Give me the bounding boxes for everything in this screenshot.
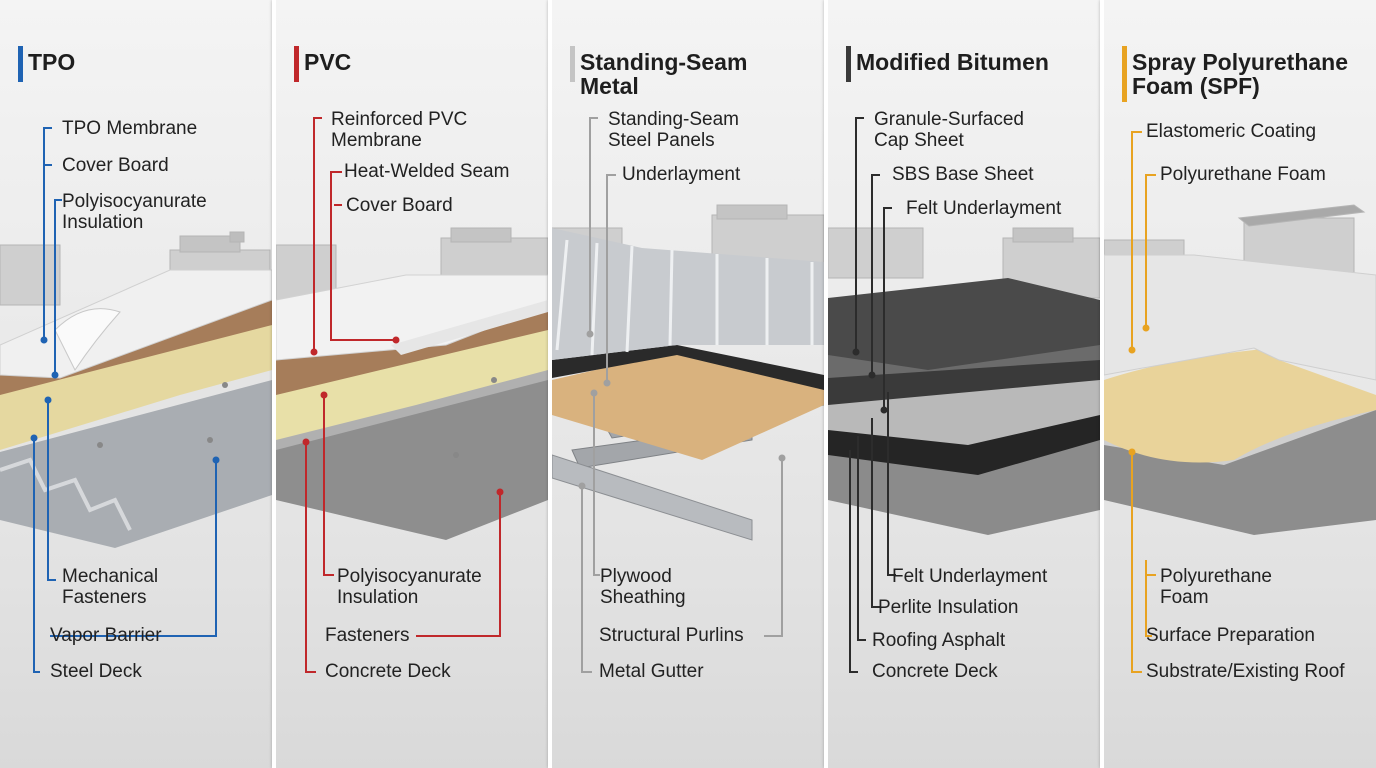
metal-leader-lines bbox=[581, 117, 783, 673]
panel-divider bbox=[548, 0, 552, 768]
bitumen-leader-lines bbox=[849, 117, 896, 673]
label-plywood-sheathing: Plywood Sheathing bbox=[600, 566, 686, 608]
panel-tpo: TPO TPO Membrane Cover Board Polyisocyan… bbox=[0, 0, 272, 768]
label-structural-purlins: Structural Purlins bbox=[599, 625, 744, 646]
label-granule-cap-sheet: Granule-Surfaced Cap Sheet bbox=[874, 109, 1024, 151]
label-concrete-deck: Concrete Deck bbox=[325, 661, 451, 682]
standing-seam-panels bbox=[552, 228, 824, 360]
panel-spf: Spray Polyurethane Foam (SPF) Elastomeri… bbox=[1104, 0, 1376, 768]
pvc-membrane bbox=[276, 274, 548, 361]
pvc-leader-lines bbox=[305, 117, 501, 673]
label-mechanical-fasteners: Mechanical Fasteners bbox=[62, 566, 159, 608]
label-vapor-barrier: Vapor Barrier bbox=[50, 625, 162, 646]
panel-title: Modified Bitumen bbox=[856, 49, 1049, 75]
label-perlite-insulation: Perlite Insulation bbox=[878, 597, 1019, 618]
metal-leader-dots bbox=[578, 330, 786, 490]
granule-cap-sheet bbox=[828, 278, 1100, 370]
label-substrate-existing-roof: Substrate/Existing Roof bbox=[1146, 661, 1345, 682]
polyurethane-foam bbox=[1104, 348, 1376, 463]
label-tpo-membrane: TPO Membrane bbox=[62, 118, 198, 139]
label-polyiso-insulation: Polyisocyanurate Insulation bbox=[337, 566, 482, 608]
pvc-illustration bbox=[276, 117, 548, 673]
plywood-sheathing bbox=[552, 350, 824, 460]
panel-title: PVC bbox=[304, 49, 352, 75]
panel-divider bbox=[272, 0, 276, 768]
steel-deck-flutes bbox=[0, 457, 132, 531]
bitumen-leader-dots bbox=[852, 348, 888, 414]
heat-welded-seam bbox=[391, 300, 548, 355]
bitumen-illustration bbox=[828, 117, 1100, 673]
panel-title: Spray Polyurethane Foam (SPF) bbox=[1132, 49, 1349, 99]
fastener-marks bbox=[453, 377, 497, 458]
elastomeric-coating bbox=[1104, 254, 1376, 381]
panel-title: Standing-Seam Metal bbox=[580, 49, 748, 99]
fastener-marks bbox=[97, 382, 228, 448]
label-standing-seam-steel-panels: Standing-Seam Steel Panels bbox=[608, 109, 739, 151]
panel-pvc: PVC Reinforced PVC Membrane Heat-Welded … bbox=[276, 0, 548, 768]
metal-roof-illustration bbox=[552, 117, 824, 673]
label-concrete-deck: Concrete Deck bbox=[872, 661, 998, 682]
perlite-insulation bbox=[828, 370, 1100, 445]
underlayment bbox=[552, 345, 824, 390]
spf-leader-lines bbox=[1131, 131, 1156, 673]
title-accent-bar bbox=[846, 46, 851, 82]
label-fasteners: Fasteners bbox=[325, 625, 410, 646]
label-polyurethane-foam-top: Polyurethane Foam bbox=[1160, 164, 1326, 185]
panel-divider bbox=[1100, 0, 1104, 768]
label-felt-underlayment-top: Felt Underlayment bbox=[906, 198, 1062, 219]
panel-title: TPO bbox=[28, 49, 76, 75]
tpo-leader-lines bbox=[33, 127, 217, 673]
tpo-illustration bbox=[0, 127, 272, 673]
label-cover-board: Cover Board bbox=[346, 195, 453, 216]
label-heat-welded-seam: Heat-Welded Seam bbox=[344, 161, 510, 182]
panel-standing-seam-metal: Standing-Seam Metal Standing-Seam Steel … bbox=[552, 0, 824, 768]
insulation-layer bbox=[276, 325, 548, 440]
title-accent-bar bbox=[1122, 46, 1127, 102]
spf-leader-dots bbox=[1128, 324, 1150, 456]
membrane-curl bbox=[54, 308, 121, 371]
label-surface-preparation: Surface Preparation bbox=[1146, 625, 1315, 646]
label-roofing-asphalt: Roofing Asphalt bbox=[872, 630, 1006, 651]
spf-illustration bbox=[1104, 131, 1376, 673]
panel-seams bbox=[555, 239, 814, 356]
label-underlayment: Underlayment bbox=[622, 164, 741, 185]
label-metal-gutter: Metal Gutter bbox=[599, 661, 704, 682]
label-cover-board: Cover Board bbox=[62, 155, 169, 176]
pvc-leader-dots bbox=[302, 336, 504, 496]
label-polyurethane-foam-bottom: Polyurethane Foam bbox=[1160, 566, 1272, 608]
label-polyiso-insulation: Polyisocyanurate Insulation bbox=[62, 191, 207, 233]
title-accent-bar bbox=[570, 46, 575, 82]
label-reinforced-pvc-membrane: Reinforced PVC Membrane bbox=[331, 109, 468, 151]
steel-deck bbox=[0, 360, 272, 548]
panel-modified-bitumen: Modified Bitumen Granule-Surfaced Cap Sh… bbox=[828, 0, 1100, 768]
concrete-deck bbox=[276, 375, 548, 540]
panel-divider bbox=[824, 0, 828, 768]
label-felt-underlayment-bottom: Felt Underlayment bbox=[892, 566, 1048, 587]
metal-gutter bbox=[552, 454, 753, 541]
title-accent-bar bbox=[294, 46, 299, 82]
felt-underlayment bbox=[828, 355, 1100, 405]
title-accent-bar bbox=[18, 46, 23, 82]
tpo-leader-dots bbox=[30, 336, 220, 464]
label-steel-deck: Steel Deck bbox=[50, 661, 142, 682]
insulation-layer bbox=[0, 320, 272, 450]
label-sbs-base-sheet: SBS Base Sheet bbox=[892, 164, 1034, 185]
label-elastomeric-coating: Elastomeric Coating bbox=[1146, 121, 1317, 142]
